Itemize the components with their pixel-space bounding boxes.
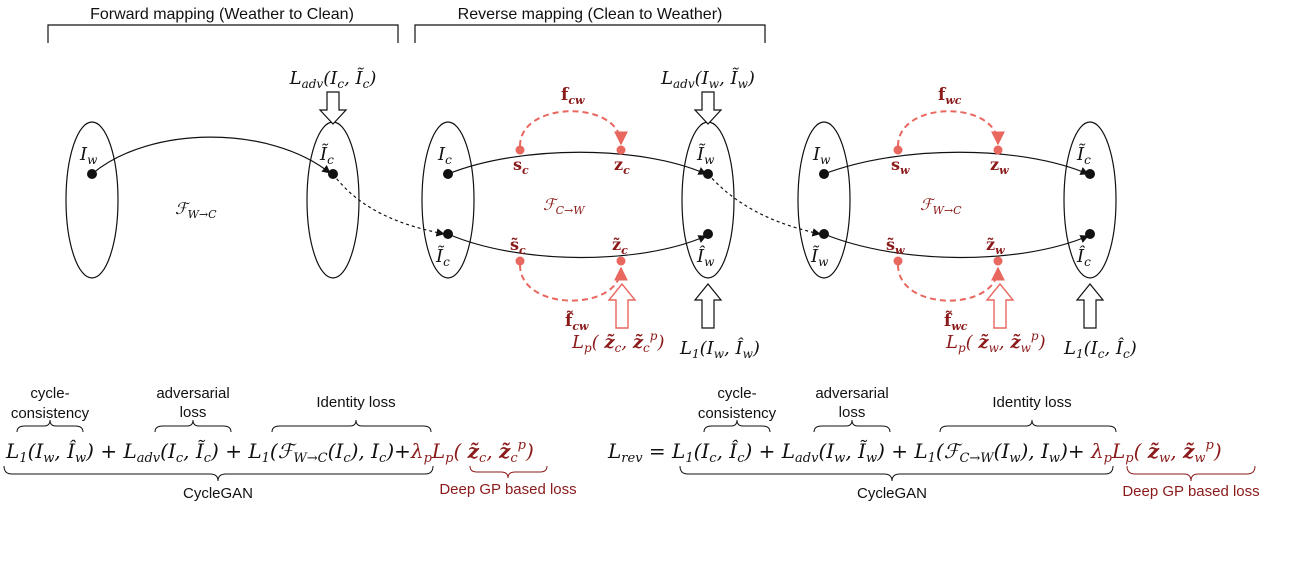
adv-arrow-reverse: [693, 91, 723, 125]
eq1-cyclegan-label: CycleGAN: [183, 485, 253, 502]
adv-loss-reverse: Ladv(Iw, Ĩw): [660, 67, 755, 91]
eq2-cycle-line1: cycle-: [717, 385, 756, 402]
adv-loss-forward: Ladv(Ic, Ĩc): [289, 67, 377, 91]
dashed-fcw-arc: [519, 110, 628, 147]
label-forward-mapping: ℱW→C: [175, 199, 217, 221]
domain-ellipse-clean-3: [1063, 121, 1117, 279]
label-zw-tilde: z̃w: [986, 235, 1005, 257]
dashed-link-1: [332, 173, 445, 237]
label-iw-tilde-3: Ĩw: [810, 245, 829, 269]
eq2-identity-label: Identity loss: [992, 394, 1071, 411]
point-sw: [893, 145, 903, 155]
point-zw-tilde: [993, 256, 1003, 266]
point-sc: [515, 145, 525, 155]
dashed-fcw-tilde-arc: [519, 264, 628, 302]
eq2-gp-label: Deep GP based loss: [1122, 483, 1259, 500]
label-fcw: fcw: [561, 85, 585, 107]
label-fcw-tilde: f̃cw: [565, 311, 589, 333]
eq1-cycle-line1: cycle-: [30, 385, 69, 402]
l1-arrow-cycle: [1075, 283, 1105, 329]
point-iw-hat: [703, 229, 713, 239]
label-zc-tilde: z̃c: [612, 235, 628, 257]
point-iw: [87, 169, 97, 179]
label-iw-3: Iw: [812, 144, 831, 167]
label-sw: sw: [891, 155, 910, 177]
domain-ellipse-clean-1: [306, 121, 360, 279]
label-iw: Iw: [79, 144, 98, 167]
point-ic: [443, 169, 453, 179]
eq2-brace-cyclegan: [679, 465, 1114, 482]
eq1-adv-line2: loss: [180, 404, 207, 421]
eq1-brace-adv: [154, 419, 232, 433]
point-ic-hat: [1085, 229, 1095, 239]
adv-arrow-forward: [318, 91, 348, 125]
forward-bracket: [47, 24, 399, 43]
eq1-brace-gp: [469, 465, 548, 479]
eq2-brace-cycle: [703, 419, 771, 433]
label-iw-hat: Îw: [696, 244, 715, 269]
dashed-fwc-arc: [897, 110, 1005, 147]
reverse-mapping-header: Reverse mapping (Clean to Weather): [458, 6, 723, 23]
label-sw-tilde: s̃w: [886, 235, 905, 257]
eq2-expression: Lrev = L1(Ic, Îc) + Ladv(Iw, Ĩw) + L1(ℱC…: [607, 438, 1222, 466]
reverse-top-curve: [447, 151, 707, 175]
label-ic: Ic: [437, 144, 452, 167]
label-ic-tilde-2: Ĩc: [435, 245, 450, 269]
eq2-adv-line2: loss: [839, 404, 866, 421]
eq2-cyclegan-label: CycleGAN: [857, 485, 927, 502]
dashed-fwc-tilde-arc: [897, 264, 1005, 302]
reverse-bottom-curve: [447, 233, 707, 259]
point-zc-tilde: [616, 256, 626, 266]
point-iw-tilde-3: [819, 229, 829, 239]
eq2-brace-adv: [813, 419, 891, 433]
label-zw: zw: [990, 155, 1009, 177]
label-zc: zc: [614, 155, 630, 177]
domain-ellipse-weather-1: [65, 121, 119, 279]
label-iw-tilde: Ĩw: [696, 143, 715, 167]
lp-arrow-reverse: [607, 282, 637, 329]
eq2-adv-line1: adversarial: [815, 385, 888, 402]
eq2-brace-identity: [939, 419, 1117, 433]
forward-mapping-curve: [91, 136, 331, 175]
eq1-brace-identity: [271, 419, 432, 433]
label-ic-tilde: Ĩc: [319, 143, 334, 167]
eq1-gp-label: Deep GP based loss: [439, 481, 576, 498]
eq1-expression: L1(Iw, Îw) + Ladv(Ic, Ĩc) + L1(ℱW→C(Ic),…: [5, 438, 534, 466]
point-ic-tilde-2: [443, 229, 453, 239]
label-cycle-mapping: ℱW→C: [920, 195, 962, 217]
label-fwc: fwc: [938, 85, 962, 107]
label-fwc-tilde: f̃wc: [944, 311, 968, 333]
eq2-brace-gp: [1126, 465, 1256, 482]
lp-arrow-cycle: [985, 282, 1015, 329]
label-ic-hat: Îc: [1076, 244, 1091, 269]
dashed-link-2: [707, 173, 821, 237]
point-zw: [993, 145, 1003, 155]
eq1-brace-cyclegan: [3, 465, 434, 482]
point-zc: [616, 145, 626, 155]
cycle-top-curve: [823, 151, 1089, 175]
point-sw-tilde: [893, 256, 903, 266]
label-sc: sc: [513, 155, 529, 177]
eq1-cycle-line2: consistency: [11, 405, 90, 422]
point-sc-tilde: [515, 256, 525, 266]
point-ic-tilde-3: [1085, 169, 1095, 179]
point-iw-3: [819, 169, 829, 179]
l1-arrow-reverse: [693, 283, 723, 329]
reverse-bracket: [414, 24, 766, 43]
eq2-cycle-line2: consistency: [698, 405, 777, 422]
eq1-brace-cycle: [16, 419, 84, 433]
domain-ellipse-clean-2: [421, 121, 475, 279]
label-ic-tilde-3: Ĩc: [1076, 143, 1091, 167]
l1-loss-cycle: L1(Ic, Îc): [1063, 336, 1137, 361]
forward-mapping-header: Forward mapping (Weather to Clean): [90, 6, 354, 23]
domain-ellipse-weather-3: [797, 121, 851, 279]
label-sc-tilde: s̃c: [510, 235, 526, 257]
eq1-identity-label: Identity loss: [316, 394, 395, 411]
l1-loss-reverse: L1(Iw, Îw): [679, 336, 760, 361]
eq1-adv-line1: adversarial: [156, 385, 229, 402]
cycle-bottom-curve: [823, 233, 1089, 259]
label-reverse-mapping: ℱC→W: [543, 195, 586, 217]
